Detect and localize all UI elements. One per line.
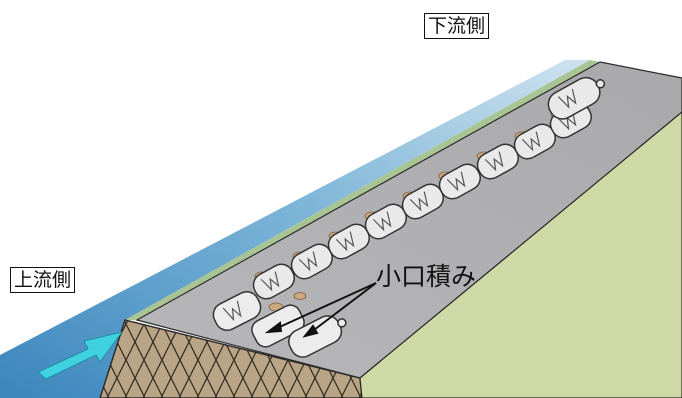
flow-arrow-icon bbox=[37, 331, 124, 380]
landside-slope bbox=[359, 111, 682, 398]
sandbag-icon bbox=[438, 163, 481, 200]
sandbag-icon bbox=[327, 223, 370, 260]
sandbag-icon bbox=[212, 291, 262, 331]
sandbag-icon bbox=[288, 315, 347, 358]
embankment-section bbox=[99, 319, 363, 398]
waterside-bank bbox=[125, 60, 600, 320]
leader-lines bbox=[264, 282, 377, 338]
sandbag-icon bbox=[252, 263, 295, 300]
sandbag-icon bbox=[290, 243, 333, 280]
upstream-label: 上流側 bbox=[10, 267, 76, 293]
sandbag-row bbox=[252, 76, 606, 300]
sandbag-icon bbox=[547, 76, 606, 120]
header-bond-label: 小口積み bbox=[376, 262, 477, 291]
downstream-label: 下流側 bbox=[424, 13, 490, 39]
